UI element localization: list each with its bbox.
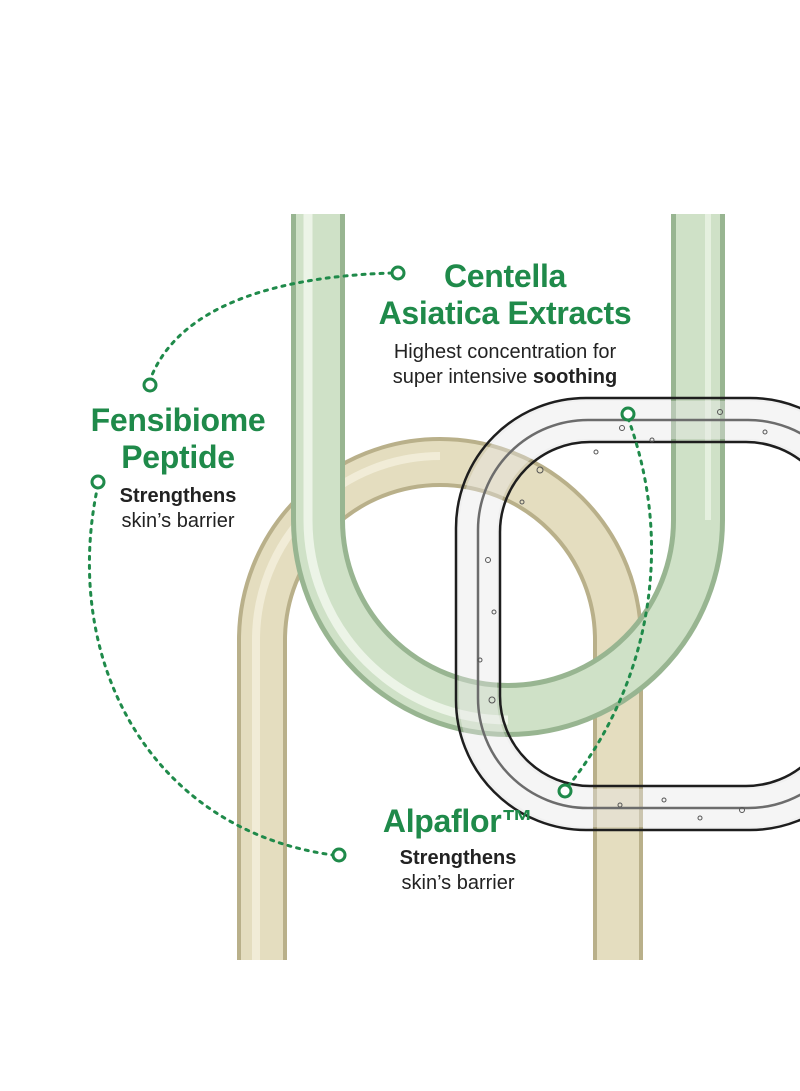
alpaflor-description: Strengthens skin’s barrier (399, 847, 517, 894)
fensibiome-title: Fensibiome Peptide (90, 402, 266, 475)
centella-description: Highest concentration for super intensiv… (352, 340, 658, 390)
clear-tube (454, 396, 800, 832)
fensibiome-label: Fensibiome Peptide Strengthens skin’s ba… (78, 402, 278, 534)
centella-desc-line2: super intensive soothing (392, 366, 618, 388)
fensibiome-description: Strengthens skin’s barrier (119, 485, 237, 532)
alpaflor-title: Alpaflor™ (382, 803, 534, 839)
green-tube (291, 214, 725, 737)
connector-dots (90, 265, 636, 863)
centella-title: Centella Asiatica Extracts (378, 258, 632, 331)
centella-label: Centella Asiatica Extracts Highest conce… (352, 258, 658, 390)
alpaflor-label: Alpaflor™ Strengthens skin’s barrier (368, 803, 548, 896)
connector-lines (88, 271, 653, 857)
